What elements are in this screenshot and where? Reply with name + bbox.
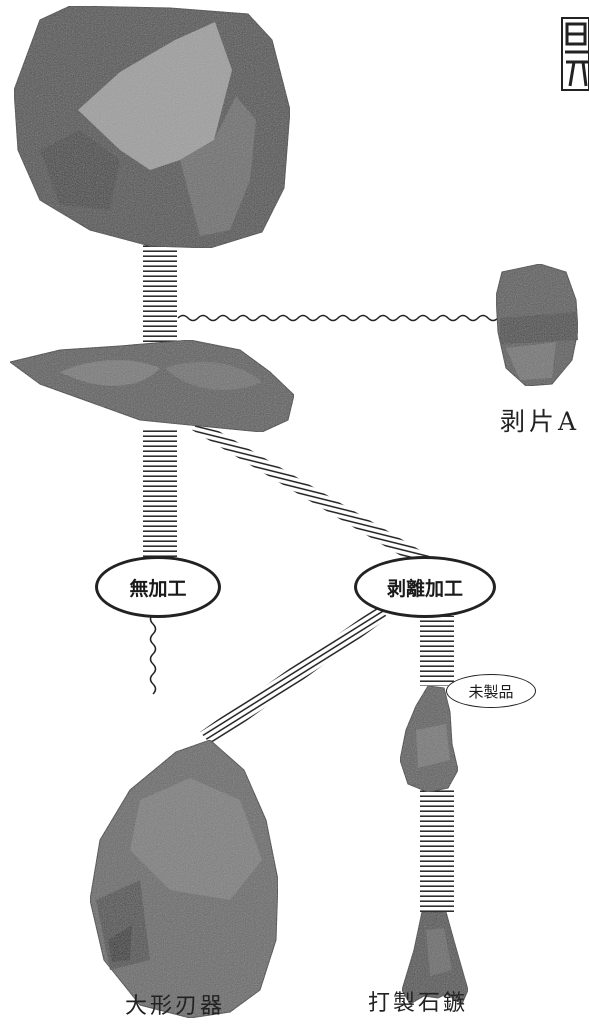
connector-flake-removal-to-unfinished: [420, 616, 454, 686]
connector-unfinished-to-arrowhead: [420, 790, 454, 915]
no-processing-label: 無加工: [129, 577, 187, 600]
connector-flake-to-no-processing: [143, 428, 177, 558]
flake-a-image: [495, 263, 579, 387]
flake-removal-oval: 剥離加工: [354, 556, 496, 618]
wavy-line-to-flake-a: [177, 314, 499, 322]
connector-core-to-flake: [143, 242, 177, 352]
wavy-line-no-processing-end: [149, 613, 157, 695]
large-blade-tool-label: 大形刃器: [125, 994, 226, 1019]
chipped-arrowhead-image: [401, 911, 469, 1005]
connector-flake-to-flake-removal: [192, 420, 430, 568]
unfinished-piece-image: [399, 685, 459, 793]
flake-stone-image: [8, 339, 295, 433]
flake-a-label: 剥片A: [500, 407, 581, 436]
unfinished-label: 未製品: [468, 682, 514, 701]
large-blade-tool-image: [89, 739, 279, 1019]
connector-flake-removal-to-large-tool: [200, 606, 388, 746]
no-processing-oval: 無加工: [95, 556, 221, 618]
core-stone-image: [13, 5, 291, 249]
chipped-arrowhead-label: 打製石鏃: [368, 991, 469, 1016]
corner-mark-icon: [561, 17, 589, 91]
flake-removal-label: 剥離加工: [386, 577, 463, 600]
unfinished-oval: 未製品: [446, 674, 536, 708]
